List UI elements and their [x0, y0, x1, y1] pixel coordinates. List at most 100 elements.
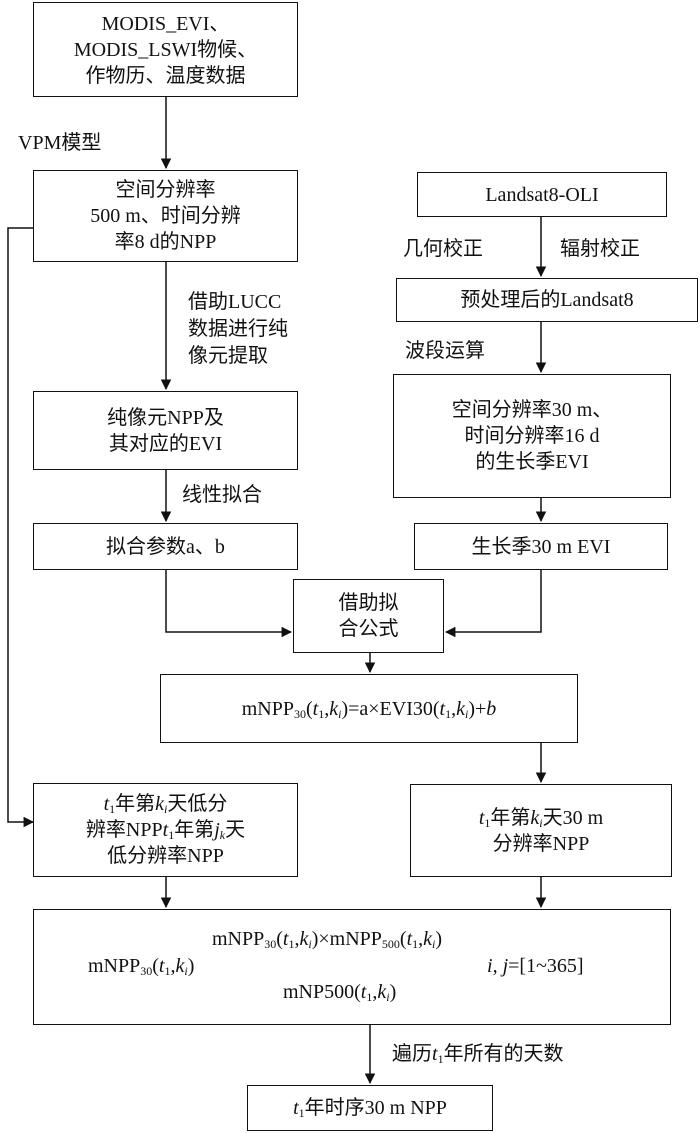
- traverse-b: 年所有的天数: [443, 1043, 564, 1065]
- mnpp-comma-2: ,: [451, 697, 457, 720]
- lowres-l2c: 天: [225, 819, 246, 841]
- mnpp-comma: ,: [324, 697, 330, 720]
- node-modis-line-1: MODIS_EVI、: [101, 12, 230, 35]
- label-traverse-days: 遍历t1年所有的天数: [392, 1041, 564, 1067]
- label-linear-fit: 线性拟合: [182, 484, 262, 506]
- big-den-t-sub: 1: [366, 990, 373, 1004]
- mnpp-t: t: [312, 697, 319, 720]
- big-num-b-sub: 500: [381, 937, 400, 951]
- big-num-t: t: [282, 928, 289, 950]
- node-npp-500m: 空间分辨率 500 m、时间分辨 率8 d的NPP: [33, 170, 298, 262]
- node-formula-line-1: 借助拟: [338, 592, 399, 614]
- node-pure-pixel-npp: 纯像元NPP及 其对应的EVI: [33, 391, 298, 470]
- mnpp-close: ): [341, 697, 349, 720]
- big-left-t-sub: 1: [164, 964, 171, 978]
- series-rest: 年时序30 m NPP: [304, 1097, 447, 1119]
- lowres-j-sub: k: [219, 828, 226, 842]
- mnpp-t-sub-2: 1: [445, 706, 452, 721]
- big-left-base: mNPP: [88, 955, 141, 977]
- lowres-line-1: t1年第ki天低分: [104, 791, 228, 817]
- node-low-res-npp: t1年第ki天低分 辨率NPPt1年第jk天 低分辨率NPP: [33, 783, 298, 877]
- mnpp-k-sub: i: [338, 706, 342, 721]
- lowres-l1b: 天低分: [167, 793, 228, 815]
- node-gseevi-text: 生长季30 m EVI: [471, 535, 611, 558]
- mnpp-k: k: [329, 697, 339, 720]
- label-lucc-line-1: 借助LUCC: [188, 291, 282, 313]
- lowres-k: k: [155, 793, 165, 815]
- label-geometric-correction: 几何校正: [403, 238, 483, 260]
- lowres-t: t: [103, 793, 110, 815]
- node-modis-line-2: MODIS_LSWI物候、: [73, 38, 258, 61]
- big-den: mNP500: [283, 981, 355, 1003]
- node-growing-season-evi: 生长季30 m EVI: [414, 523, 668, 570]
- big-left-sub: 30: [140, 964, 153, 978]
- lowres-k-sub: i: [164, 802, 168, 816]
- node-evi-30m: 空间分辨率30 m、 时间分辨率16 d 的生长季EVI: [393, 374, 671, 498]
- big-num-k-2: k: [423, 928, 433, 950]
- big-range: i, j=[1~365]: [487, 955, 584, 978]
- label-band-math: 波段运算: [405, 340, 485, 362]
- mnpp-k-2: k: [456, 697, 465, 720]
- big-denominator: mNP500(t1,ki): [283, 981, 397, 1004]
- lowres-line-3: 低分辨率NPP: [107, 845, 224, 867]
- traverse-a: 遍历: [392, 1043, 432, 1065]
- lowres-line-2: 辨率NPPt1年第jk天: [86, 817, 245, 843]
- node-landsat8-oli: Landsat8-OLI: [417, 172, 667, 217]
- res30-k: k: [530, 806, 540, 829]
- lowres-l1a: 年第: [115, 793, 156, 815]
- node-npp500-line-3: 率8 d的NPP: [114, 231, 217, 253]
- lowres-t-2: t: [162, 819, 169, 841]
- edge-npp500-to-lowres: [7, 227, 35, 828]
- node-fit-parameters: 拟合参数a、b: [33, 523, 298, 570]
- big-num-t-sub-2: 1: [412, 937, 419, 951]
- big-num-k-sub: i: [308, 937, 312, 951]
- res30-t: t: [478, 806, 485, 829]
- label-lucc-line-2: 数据进行纯: [188, 318, 288, 340]
- big-range-i: i: [487, 955, 493, 977]
- label-radiometric-correction: 辐射校正: [560, 238, 640, 260]
- big-num-a-sub: 30: [264, 937, 277, 951]
- big-num-mid: ×mNPP: [318, 928, 382, 950]
- edge-gseevi-to-formula: [444, 570, 542, 638]
- res30-line-2: 分辨率NPP: [492, 832, 590, 855]
- series-t-sub: 1: [298, 1106, 305, 1120]
- node-30m-npp: t1年第ki天30 m 分辨率NPP: [410, 784, 672, 877]
- series-text: t1年时序30 m NPP: [293, 1095, 447, 1121]
- lowres-t-sub-2: 1: [168, 828, 175, 842]
- mnpp-equation-text: mNPP30(t1,ki)=a×EVI30(t1,ki)+b: [242, 696, 497, 722]
- big-left-k-sub: i: [184, 964, 188, 978]
- node-npp500-line-1: 空间分辨率: [115, 179, 216, 201]
- edge-params-to-formula: [165, 570, 293, 638]
- node-evi30-line-3: 的生长季EVI: [475, 451, 589, 473]
- node-temporal-formula: [33, 909, 671, 1025]
- node-mnpp-equation: mNPP30(t1,ki)=a×EVI30(t1,ki)+b: [160, 674, 578, 743]
- mnpp-k-sub-2: i: [464, 706, 469, 721]
- lowres-j: j: [214, 819, 220, 841]
- node-evi30-line-1: 空间分辨率30 m、: [451, 399, 613, 421]
- big-left-term: mNPP30(t1,ki): [88, 955, 195, 978]
- big-range-sep: ,: [492, 955, 503, 977]
- res30-l1a: 年第: [490, 806, 531, 829]
- node-fitting-formula: 借助拟 合公式: [293, 579, 444, 653]
- node-evi30-line-2: 时间分辨率16 d: [464, 425, 600, 447]
- mnpp-rest: =a×EVI30(: [348, 697, 440, 720]
- node-params-text: 拟合参数a、b: [106, 535, 225, 558]
- big-range-j: j: [502, 955, 509, 977]
- big-left-t: t: [158, 955, 165, 977]
- big-range-val: =[1~365]: [508, 955, 584, 977]
- lowres-t-sub: 1: [109, 802, 116, 816]
- node-modis-line-3: 作物历、温度数据: [85, 64, 246, 87]
- res30-t-sub: 1: [484, 815, 491, 830]
- node-modis-inputs: MODIS_EVI、 MODIS_LSWI物候、 作物历、温度数据: [33, 2, 298, 97]
- mnpp-t-sub: 1: [318, 706, 325, 721]
- mnpp-b: b: [486, 697, 497, 720]
- node-landsat-text: Landsat8-OLI: [485, 183, 599, 206]
- traverse-t: t: [432, 1043, 438, 1065]
- lowres-l2b: 年第: [174, 819, 215, 841]
- big-num-k: k: [299, 928, 309, 950]
- node-npp500-line-2: 500 m、时间分辨: [90, 205, 241, 227]
- res30-l1b: 天30 m: [542, 806, 604, 829]
- traverse-t-sub: 1: [437, 1052, 444, 1066]
- node-time-series-npp: t1年时序30 m NPP: [247, 1085, 493, 1131]
